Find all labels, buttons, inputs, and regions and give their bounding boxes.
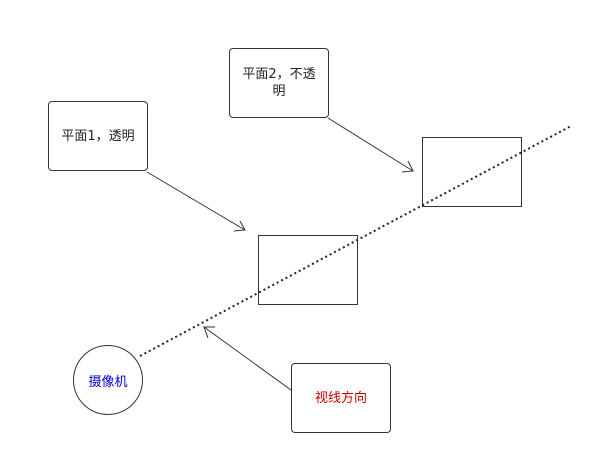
- plane1-rect: [258, 235, 358, 305]
- view-direction-label: 视线方向: [314, 390, 367, 406]
- arrow-plane2: [327, 117, 414, 173]
- plane2-label: 平面2，不透明: [242, 67, 316, 99]
- camera-node: 摄像机: [73, 345, 143, 415]
- plane2-rect: [422, 137, 522, 207]
- camera-label: 摄像机: [88, 374, 128, 390]
- plane1-label: 平面1，透明: [61, 128, 135, 144]
- view-direction-label-box: 视线方向: [291, 363, 391, 433]
- plane1-label-box: 平面1，透明: [48, 101, 148, 171]
- plane2-label-box: 平面2，不透明: [229, 48, 329, 118]
- arrow-plane1: [146, 171, 246, 232]
- arrow-view-direction: [203, 326, 292, 391]
- line-of-sight: [139, 125, 572, 357]
